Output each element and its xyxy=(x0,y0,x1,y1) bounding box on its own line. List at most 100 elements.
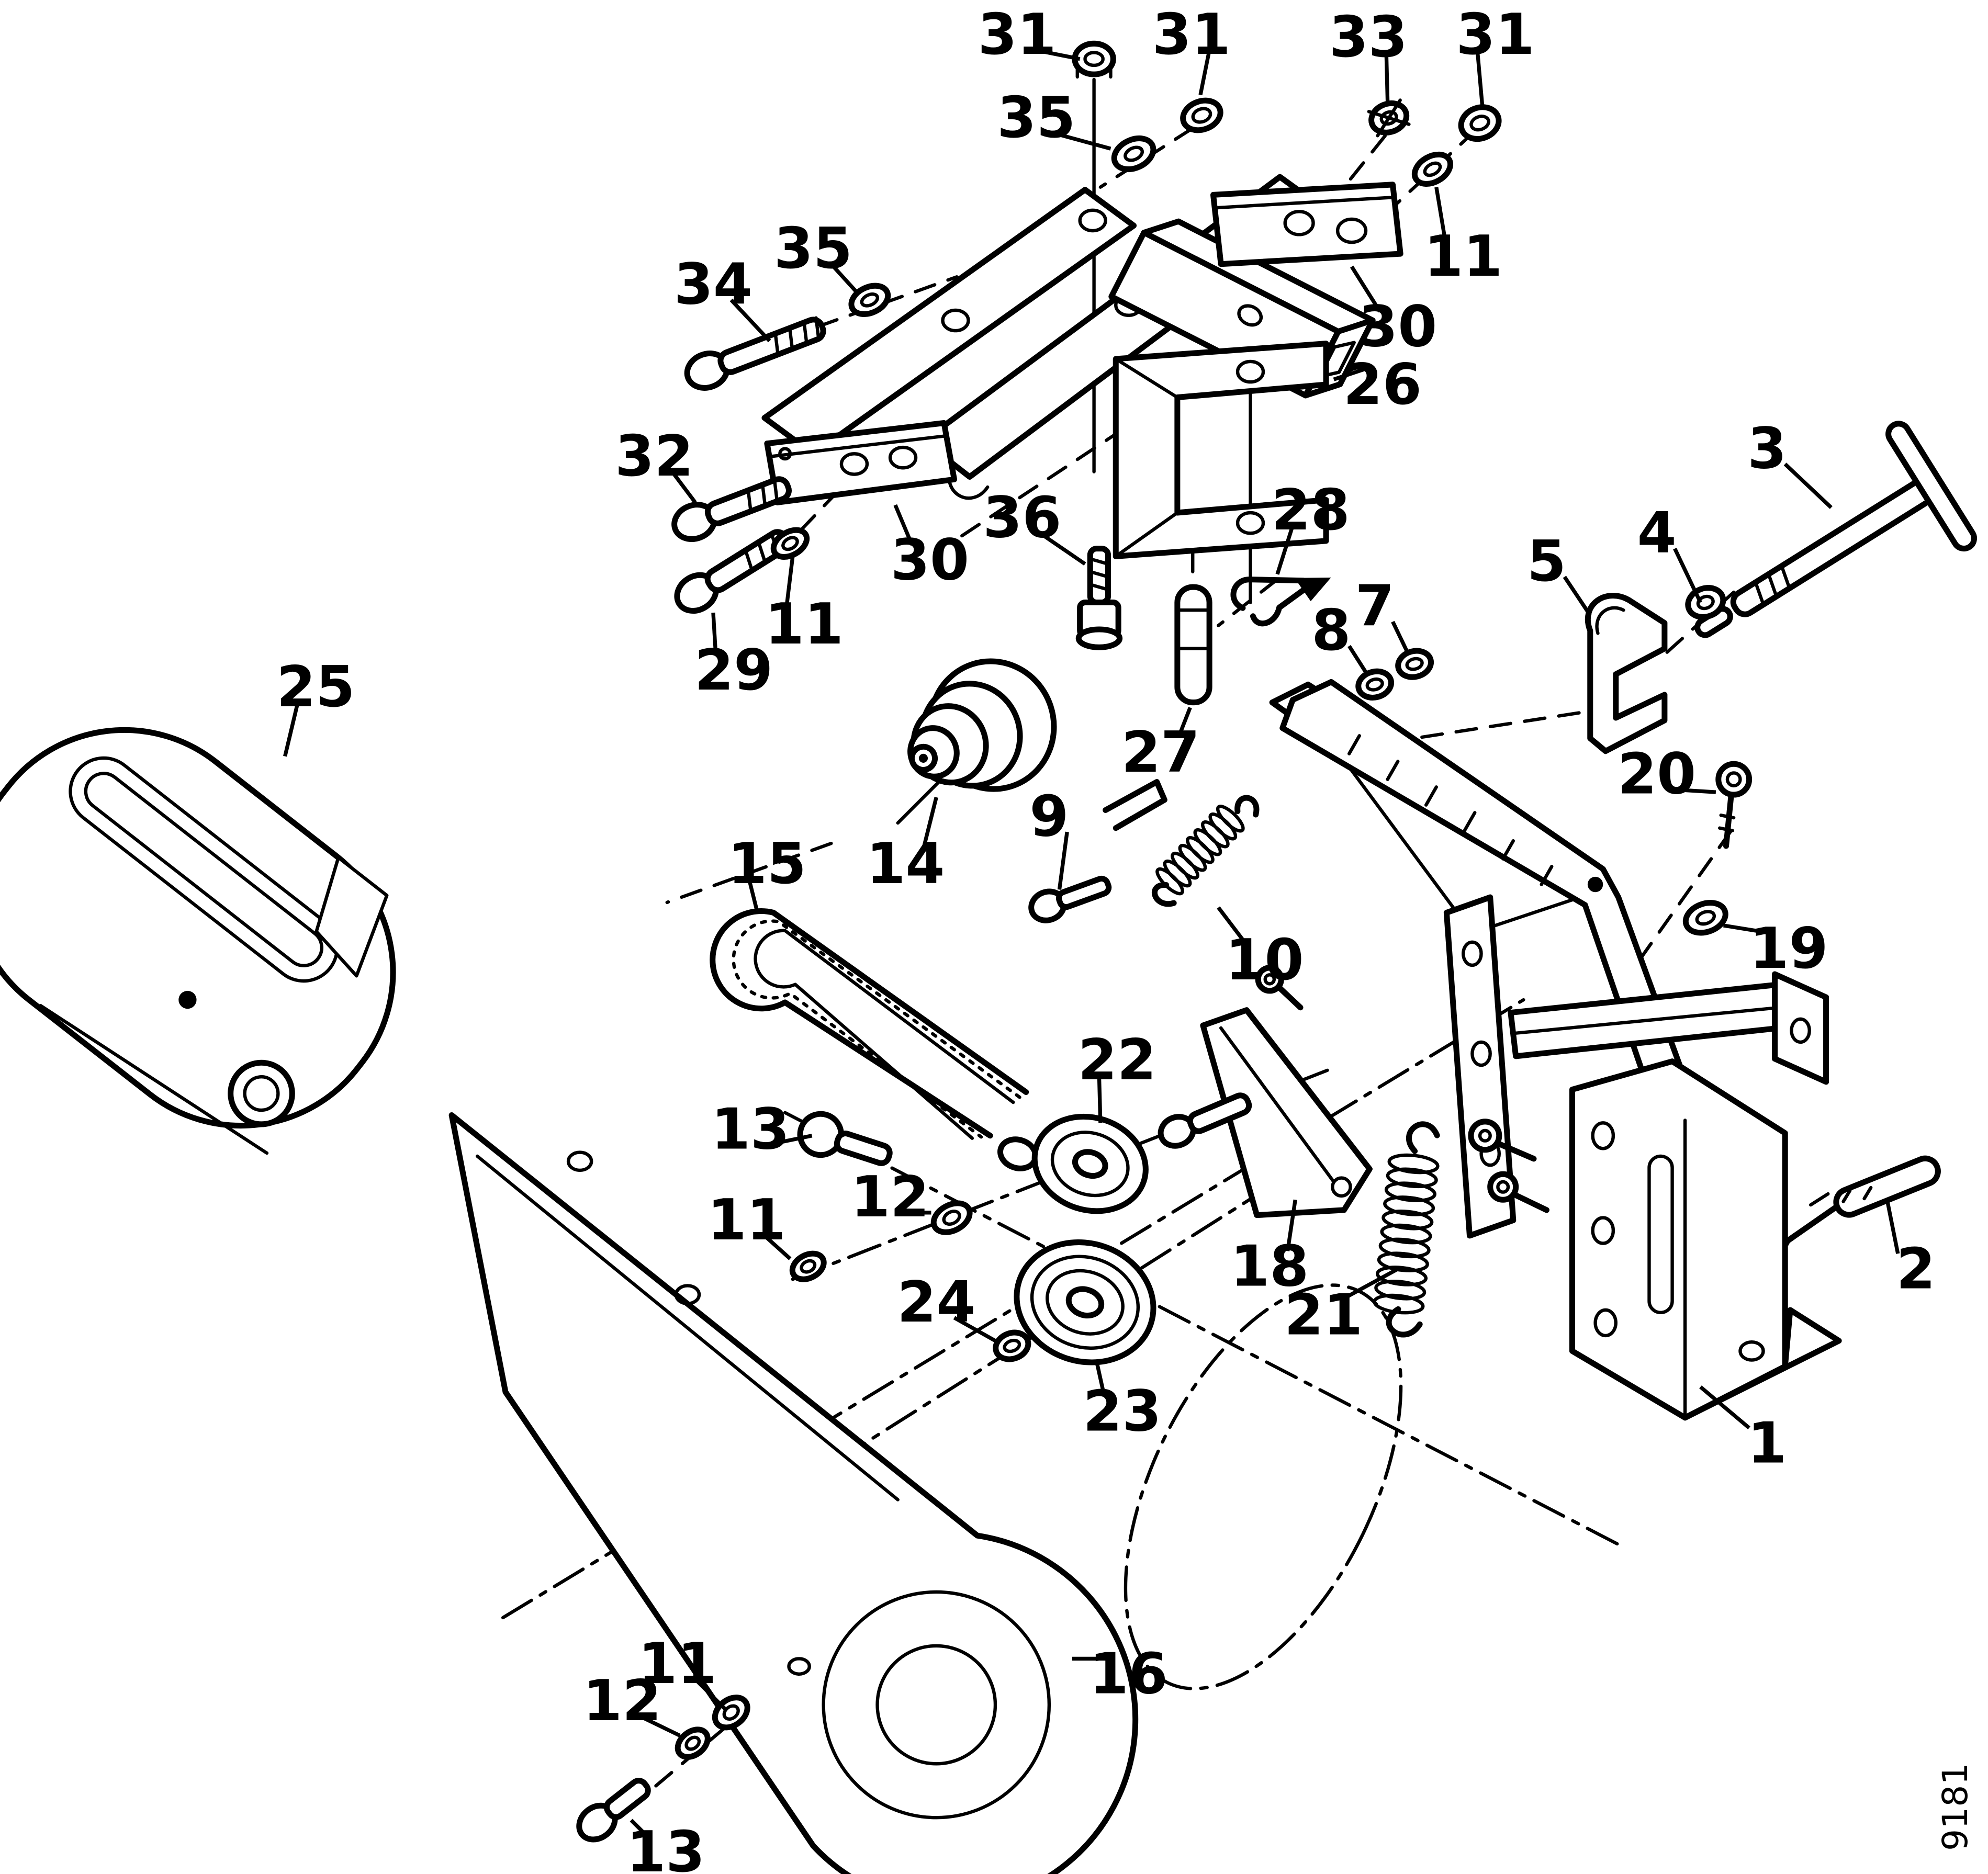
part-belt-guard-cover xyxy=(0,727,396,1155)
part-eyebolt-20 xyxy=(1715,761,1753,849)
callout-19-leader-washer xyxy=(1723,923,1771,935)
part-washer-19 xyxy=(1682,900,1728,936)
part-guard-back-plate xyxy=(448,1112,1139,1874)
part-nut-31b xyxy=(1180,97,1223,133)
callout-7-leader-nut xyxy=(1391,620,1410,655)
callout-11-label-washer: 11 xyxy=(707,1188,786,1253)
callout-5-label-clip-bracket: 5 xyxy=(1527,529,1566,594)
callout-11-leader-washer xyxy=(784,556,795,609)
part-bolt-34 xyxy=(684,316,826,391)
part-clevis-pin xyxy=(1255,965,1304,1011)
callout-22-label-idler-pulley: 22 xyxy=(1078,1028,1156,1093)
part-channel-bracket xyxy=(1113,341,1329,559)
callout-11-leader-washer xyxy=(1434,187,1447,242)
callout-26-label-channel-bracket: 26 xyxy=(1343,352,1422,417)
part-bolt-36 xyxy=(1075,546,1123,650)
callout-10-leader-spring xyxy=(1217,906,1249,946)
part-washer-35b xyxy=(848,283,891,317)
part-idler-arm xyxy=(1200,1007,1373,1218)
callout-11-label-washer: 11 xyxy=(765,592,844,657)
callout-34-leader-bolt xyxy=(729,298,771,343)
callout-30-label-clamp-plate: 30 xyxy=(891,527,969,593)
part-pin-27 xyxy=(1174,584,1212,706)
drawing-number: 9181 xyxy=(1935,1763,1975,1851)
part-idler-pulley xyxy=(997,1113,1149,1214)
callout-13-leader-bolt xyxy=(768,1134,813,1147)
callout-2-label-pin: 2 xyxy=(1896,1236,1936,1302)
part-t-handle-tool xyxy=(1694,421,1977,638)
callout-14-leader-stepped-pulley xyxy=(922,797,938,849)
callout-23-leader-grooved-pulley xyxy=(1094,1361,1106,1396)
callout-5-leader-clip-bracket xyxy=(1563,575,1592,617)
callout-13-label-bolt: 13 xyxy=(711,1097,790,1162)
callout-32-leader-bolt xyxy=(670,470,697,504)
callout-11-leader-washer xyxy=(763,1234,792,1260)
callout-27-label-pin: 27 xyxy=(1121,720,1200,785)
callout-19-label-washer: 19 xyxy=(1750,916,1828,981)
callout-22-leader-idler-pulley xyxy=(1097,1075,1103,1123)
callout-21-leader-extension-spring xyxy=(1340,1267,1399,1302)
part-mounting-bracket xyxy=(1569,1058,1842,1421)
part-washer-12b xyxy=(675,1726,711,1760)
callout-3-label-t-handle-tool: 3 xyxy=(1747,416,1787,481)
part-stepped-pulley xyxy=(907,658,1057,792)
part-extension-spring xyxy=(1373,1121,1440,1338)
part-bolt-13b xyxy=(576,1778,651,1843)
callout-34-label-bolt: 34 xyxy=(674,252,752,318)
callout-35-label-washer: 35 xyxy=(774,216,852,281)
part-cotter-pin-28 xyxy=(1230,577,1331,627)
callout-8-leader-nut xyxy=(1347,645,1369,675)
part-washer-12a xyxy=(930,1200,973,1235)
part-bolt-9 xyxy=(1028,875,1112,923)
callout-27-leader-pin xyxy=(1176,707,1192,738)
callout-29-leader-bolt xyxy=(711,612,718,656)
part-clamp-plate-upper xyxy=(1210,182,1403,267)
callout-23-label-grooved-pulley: 23 xyxy=(1083,1379,1161,1444)
callout-2-leader-pin xyxy=(1885,1202,1900,1254)
callout-26-leader-channel-bracket xyxy=(1333,367,1365,381)
callout-24-label-nut: 24 xyxy=(897,1270,975,1335)
callout-31-leader-nut xyxy=(1198,49,1211,96)
callout-35-leader-washer xyxy=(829,263,859,294)
part-spring-anchor-rod xyxy=(1103,779,1167,831)
callout-31-leader-nut xyxy=(1035,48,1081,61)
part-nut-31c xyxy=(1458,104,1502,142)
part-washer-11b xyxy=(770,527,810,560)
callout-13-leader-bolt xyxy=(630,1819,649,1838)
callout-31-leader-nut xyxy=(1475,50,1485,108)
callout-36-label-bolt: 36 xyxy=(983,486,1061,551)
callout-4-leader-nut xyxy=(1673,548,1702,604)
callout-18-label-idler-arm: 18 xyxy=(1230,1234,1309,1299)
callout-4-label-nut: 4 xyxy=(1637,501,1677,566)
callout-30-leader-clamp-plate xyxy=(893,504,914,546)
part-bolt-32 xyxy=(671,476,792,542)
callout-8-label-nut: 8 xyxy=(1311,598,1351,663)
callout-20-leader-eyebolt xyxy=(1675,787,1716,794)
part-stud-bolt xyxy=(1158,1092,1252,1149)
callout-16-label-guard-back-plate: 16 xyxy=(1090,1642,1168,1707)
callout-31-label-nut: 31 xyxy=(1456,2,1534,67)
callout-32-label-bolt: 32 xyxy=(615,424,693,489)
callout-7-label-nut: 7 xyxy=(1355,574,1395,639)
part-locknut-33 xyxy=(1367,98,1411,138)
callout-28-label-cotter-pin: 28 xyxy=(1272,478,1350,543)
callout-25-label-belt-guard-cover: 25 xyxy=(276,654,355,720)
callout-33-label-locknut: 33 xyxy=(1329,5,1408,70)
callout-13-label-bolt: 13 xyxy=(626,1820,705,1874)
part-washer-35a xyxy=(1111,135,1156,173)
part-washer-11a xyxy=(1411,151,1454,187)
callout-3-leader-t-handle-tool xyxy=(1783,462,1833,509)
callout-29-label-bolt: 29 xyxy=(694,638,773,703)
callout-15-label-belt: 15 xyxy=(728,831,806,897)
part-nut-8 xyxy=(1355,668,1395,701)
callout-11-label-washer: 11 xyxy=(1424,224,1502,289)
part-nut-24 xyxy=(993,1329,1031,1362)
callout-21-label-extension-spring: 21 xyxy=(1284,1283,1363,1348)
callout-15-leader-belt xyxy=(747,878,759,911)
callout-1-label-mounting-bracket: 1 xyxy=(1747,1411,1787,1476)
callout-10-label-spring: 10 xyxy=(1225,928,1304,993)
callout-35-leader-washer xyxy=(1053,131,1111,151)
callout-28-leader-cotter-pin xyxy=(1275,525,1295,575)
